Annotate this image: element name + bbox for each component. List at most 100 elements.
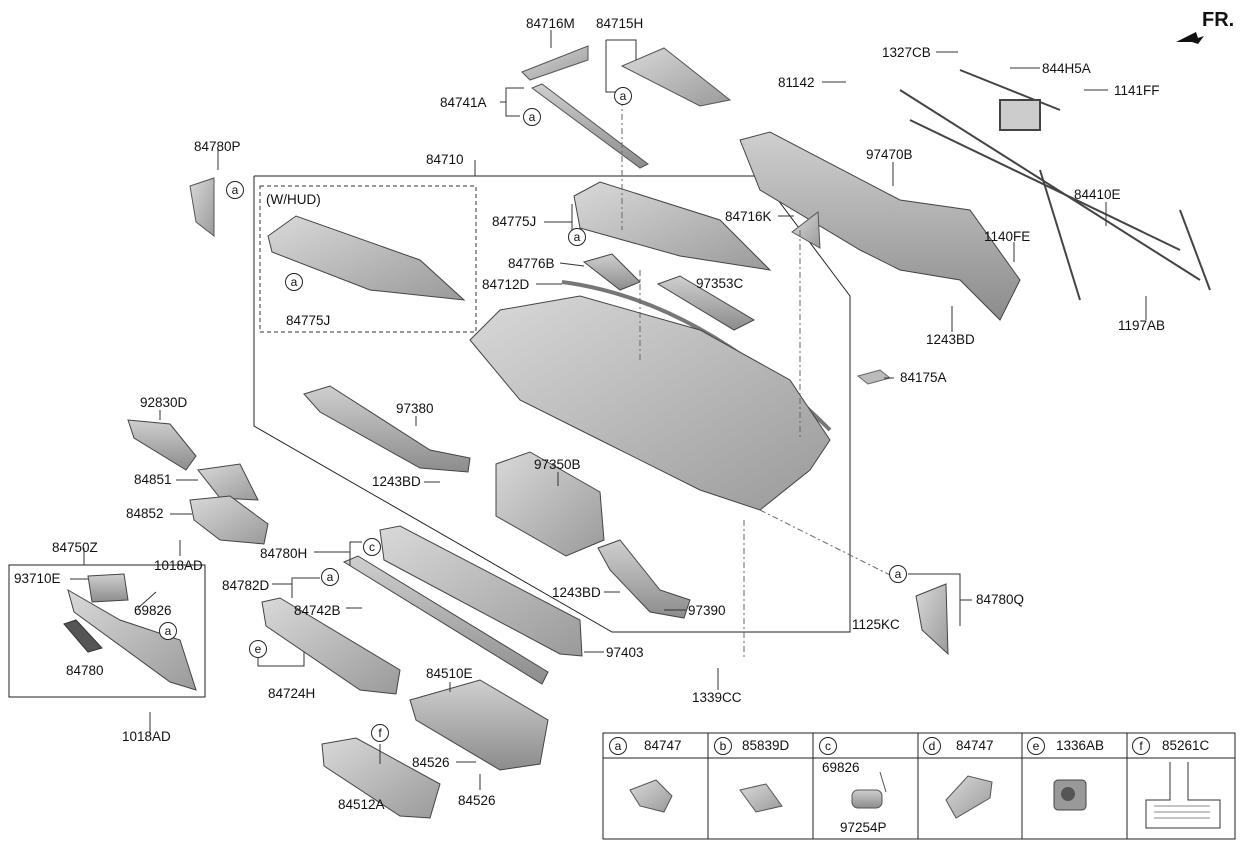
part-84780 [63,619,103,653]
callout-84526-b: 84526 [458,793,496,808]
part-97403 [379,525,583,657]
callout-84776B: 84776B [508,256,555,271]
part-84715H [620,47,732,107]
marker-f-84512A: f [371,724,389,742]
callout-844H5A: 844H5A [1042,61,1091,76]
legend-marker-c: c [819,737,837,755]
marker-a-84782D: a [321,568,339,586]
part-84175A [856,369,892,385]
callout-1243BD-right: 1243BD [926,332,975,347]
callout-93710E: 93710E [14,571,61,586]
callout-84742B: 84742B [294,603,341,618]
callout-84712D: 84712D [482,277,530,292]
part-84776B [582,253,641,291]
part-84716M [521,45,589,81]
part-84710 [469,295,831,511]
legend-label-f-icon [1145,762,1221,829]
callout-84780P: 84780P [194,139,241,154]
callout-1339CC: 1339CC [692,690,742,705]
callout-97350B: 97350B [534,457,581,472]
callout-84710: 84710 [426,152,464,167]
legend-part-d: 84747 [956,738,994,753]
callout-84716K: 84716K [725,209,772,224]
part-84724H [261,597,401,695]
direction-arrow-icon [1176,32,1204,44]
callout-84410E: 84410E [1074,187,1121,202]
part-97390 [597,539,691,619]
callout-84775J-hud: 84775J [286,313,331,328]
callout-84175A: 84175A [900,370,947,385]
callout-97353C: 97353C [696,276,744,291]
guide-lines [621,100,901,660]
marker-a-84775J: a [568,228,586,246]
callout-1018AD-a: 1018AD [154,558,203,573]
part-84852 [189,495,269,545]
legend-part-f: 85261C [1162,738,1210,753]
part-97470B [739,131,1021,321]
part-92830D [127,419,197,471]
legend-part-c-top: 69826 [822,760,860,775]
callout-84780Q: 84780Q [976,592,1025,607]
marker-a-84750Z: a [159,622,177,640]
legend-clip-b-icon [739,783,783,813]
callout-84715H: 84715H [596,16,644,31]
part-97380 [303,385,471,473]
callout-97390: 97390 [688,603,726,618]
part-84741A [530,83,649,169]
part-84510E [409,679,549,771]
legend-table [602,732,1236,840]
direction-label: FR. [1202,9,1235,31]
part-84775J-hud [267,215,466,301]
part-84851 [197,463,259,501]
callout-97403: 97403 [606,645,644,660]
callout-1197AB: 1197AB [1118,318,1166,333]
callout-1243BD-mid: 1243BD [372,474,421,489]
callout-84526-a: 84526 [412,755,450,770]
part-93710E [87,573,129,603]
legend-part-e: 1336AB [1056,738,1105,753]
part-84410E [899,69,1211,301]
part-97350B [495,451,605,557]
legend-nut-e-icon [1053,779,1087,811]
marker-c-84780H: c [363,538,381,556]
callout-84782D: 84782D [222,578,270,593]
callout-1327CB: 1327CB [882,45,931,60]
callout-84741A: 84741A [440,95,487,110]
callout-84852: 84852 [126,506,164,521]
legend-part-a: 84747 [644,738,682,753]
part-97353C [656,275,756,331]
legend-marker-b: b [714,737,732,755]
callout-1141FF: 1141FF [1114,83,1160,98]
legend-marker-f: f [1132,737,1150,755]
legend-marker-d: d [923,737,941,755]
part-84716K [791,211,821,249]
callout-84512A: 84512A [338,797,385,812]
callout-1018AD-b: 1018AD [122,729,171,744]
legend-clip-d-icon [945,775,993,819]
callout-92830D: 92830D [140,395,188,410]
part-84780H [342,555,549,685]
callout-81142: 81142 [778,75,815,90]
callout-84851: 84851 [134,472,172,487]
callout-84780: 84780 [66,663,104,678]
callout-1140FE: 1140FE [984,229,1031,244]
marker-a-84741A: a [523,108,541,126]
legend-clip-c-icon [851,771,887,809]
leader-lines [70,30,1147,790]
legend-marker-e: e [1027,737,1045,755]
part-84512A [321,737,441,819]
hud-inset-label: (W/HUD) [266,192,321,207]
part-84780P [189,177,215,238]
marker-a-84780Q: a [889,565,907,583]
hud-inset-box [259,185,477,333]
callout-84724H: 84724H [268,686,316,701]
callout-84750Z: 84750Z [52,540,98,555]
callout-84775J: 84775J [492,214,537,229]
callout-1243BD-bottom: 1243BD [552,585,601,600]
callout-84780H: 84780H [260,546,308,561]
legend-clip-a-icon [629,779,673,813]
callout-1125KC: 1125KC [852,617,900,632]
marker-a-84780P: a [226,181,244,199]
callout-84716M: 84716M [526,16,575,31]
